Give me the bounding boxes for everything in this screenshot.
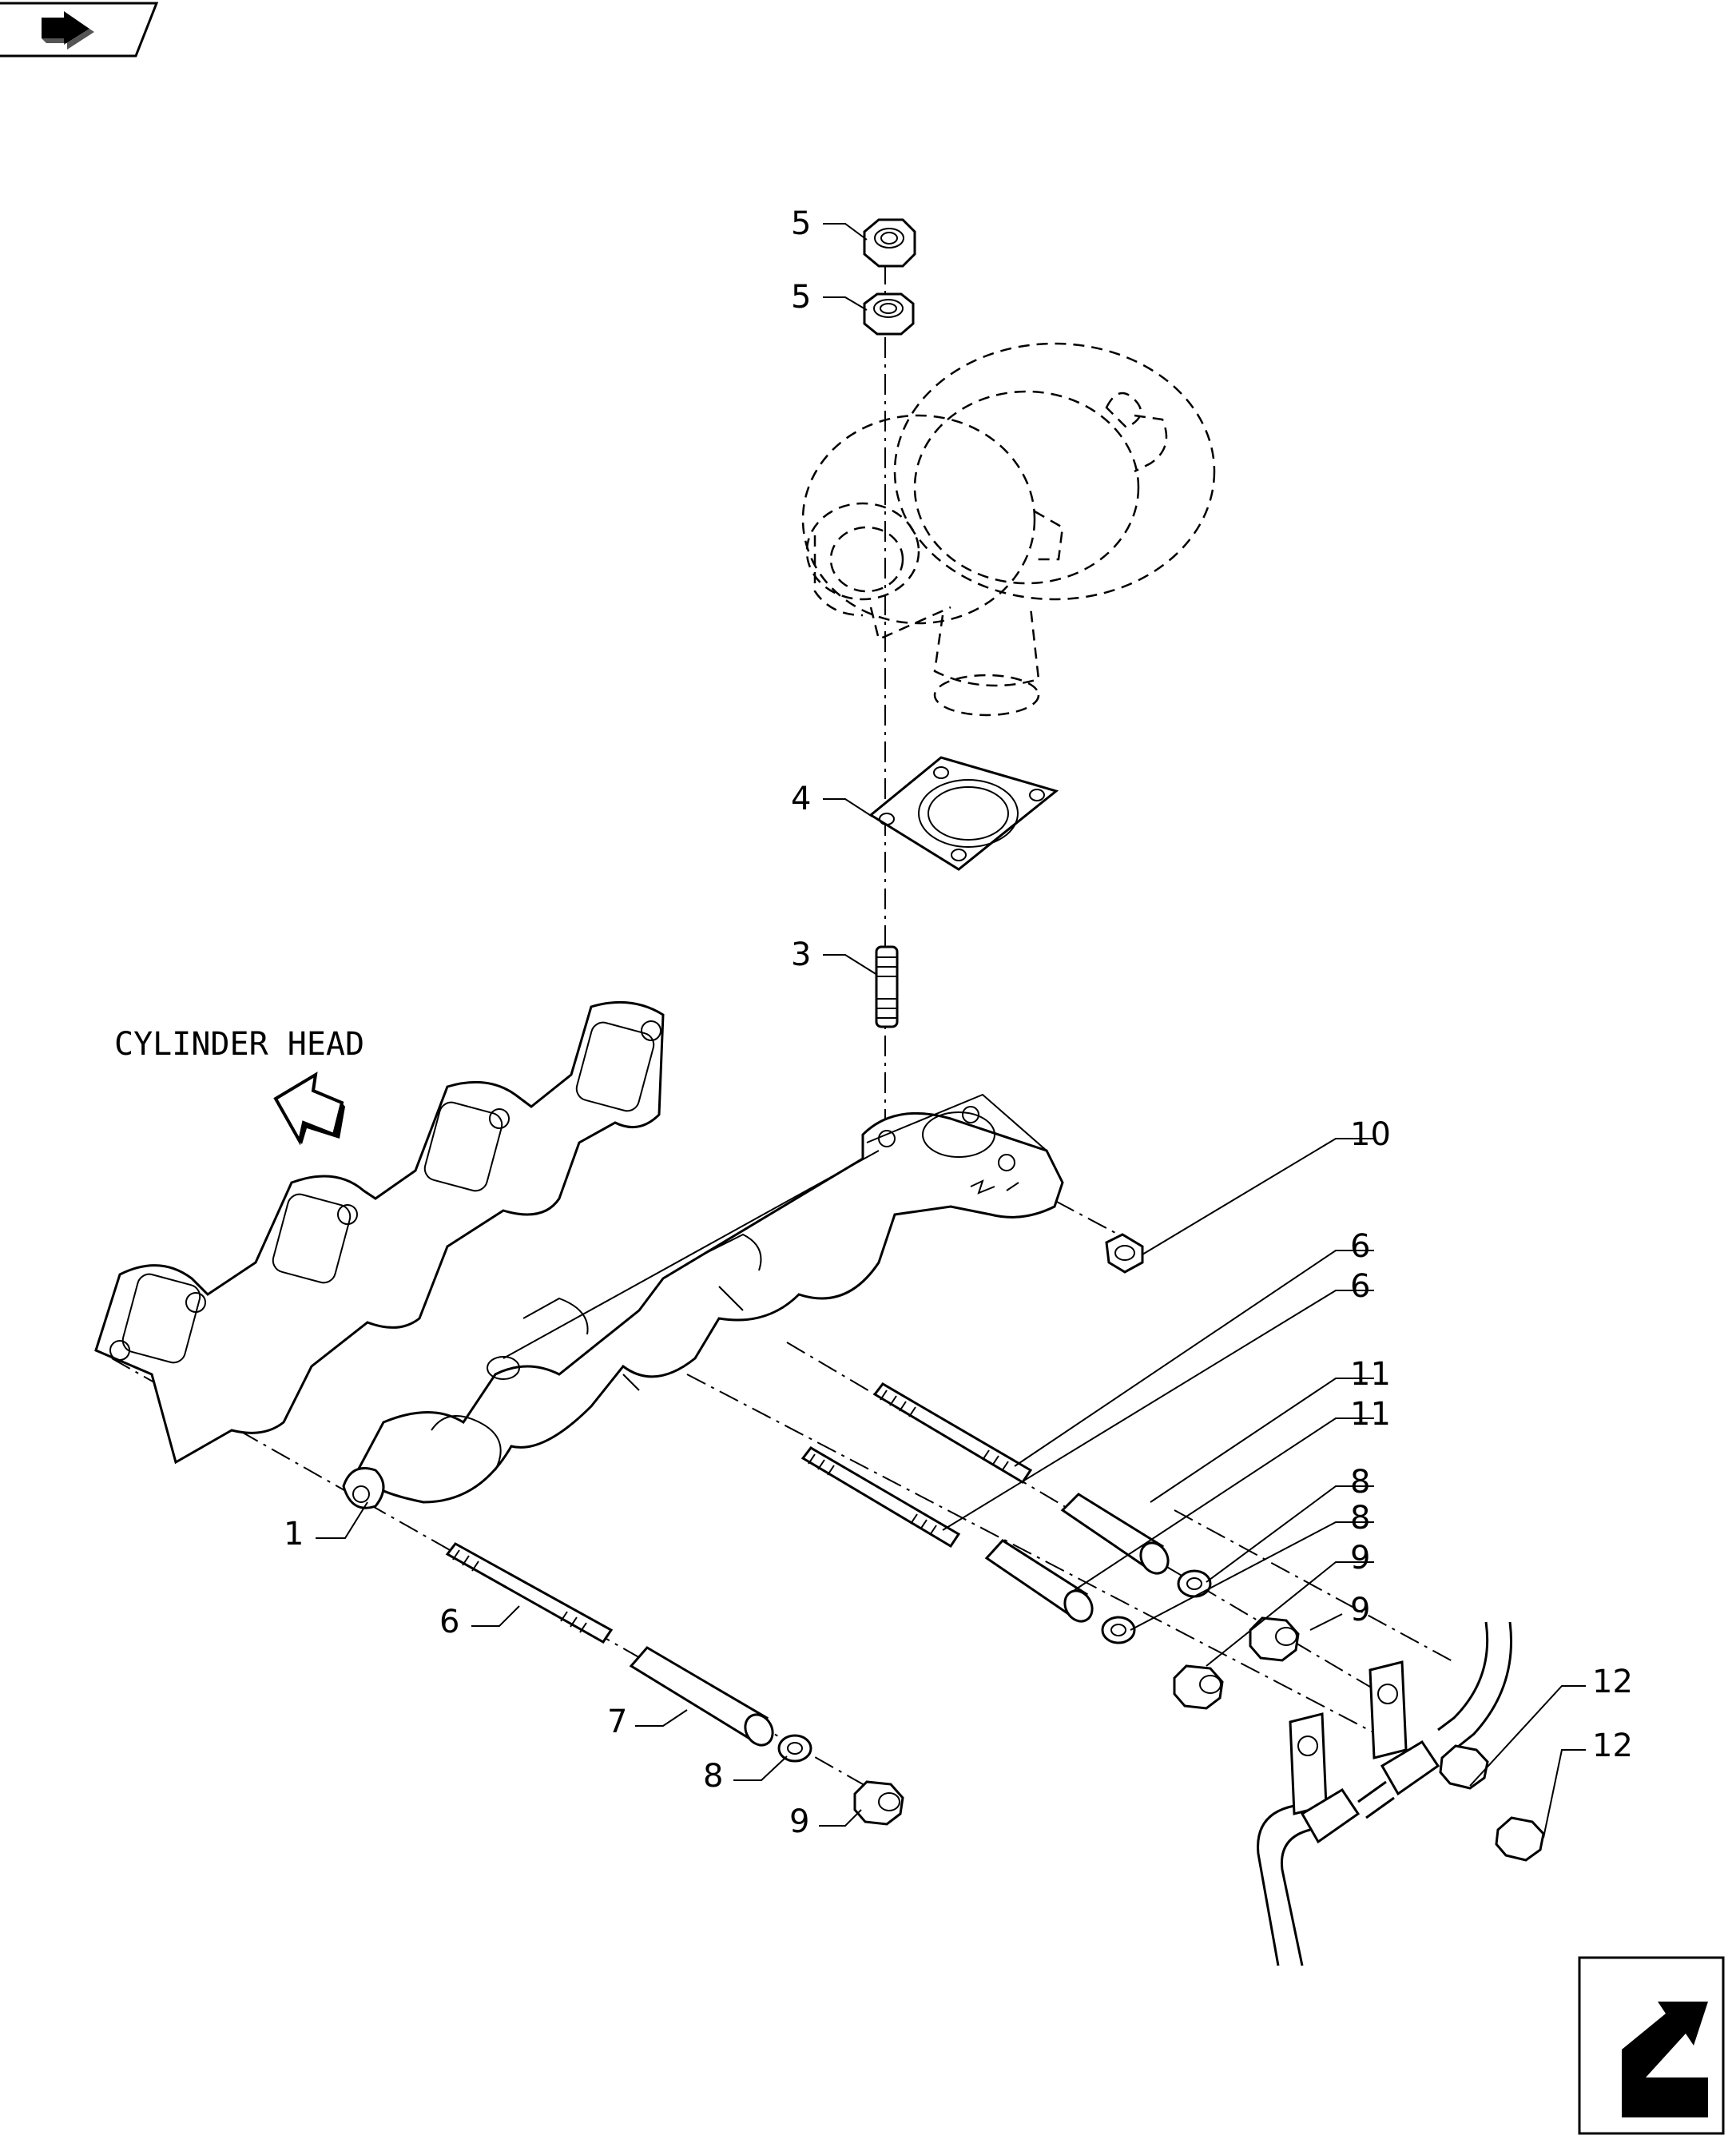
callout-7: 7 xyxy=(607,1704,627,1740)
part-12-nut-a xyxy=(1439,1744,1489,1790)
callout-9-b: 9 xyxy=(1350,1592,1370,1628)
part-5-nut-lower xyxy=(863,292,915,336)
callout-11-upper: 11 xyxy=(1350,1356,1391,1393)
callout-9-c: 9 xyxy=(789,1803,809,1840)
part-8-washer-b xyxy=(1101,1616,1136,1644)
cylinder-head-direction-arrow-icon xyxy=(273,1072,345,1146)
part-10-plug xyxy=(1105,1233,1144,1274)
callout-6-lower: 6 xyxy=(439,1604,459,1640)
arrow-icon xyxy=(42,11,89,45)
callout-8-b: 8 xyxy=(1350,1500,1370,1537)
previous-page-tab[interactable] xyxy=(0,2,159,58)
arrow-icon xyxy=(1622,2002,1708,2117)
callout-11-lower: 11 xyxy=(1350,1396,1391,1433)
manifold-gasket xyxy=(94,1000,665,1465)
part-6-stud-lower xyxy=(445,1542,614,1644)
callout-3: 3 xyxy=(791,936,811,973)
part-12-nut-b xyxy=(1495,1816,1545,1862)
callout-5-lower: 5 xyxy=(791,279,811,316)
part-8-washer-c xyxy=(777,1734,812,1763)
callout-9-a: 9 xyxy=(1350,1540,1370,1576)
callout-12-a: 12 xyxy=(1592,1664,1633,1700)
part-9-nut-b xyxy=(1173,1664,1224,1710)
part-5-nut-upper xyxy=(863,218,916,268)
callout-8-c: 8 xyxy=(703,1758,723,1795)
callout-8-a: 8 xyxy=(1350,1464,1370,1501)
callout-leader-lines xyxy=(316,223,1586,1839)
callout-labels: 5 5 4 3 10 6 6 11 11 8 8 9 9 12 12 1 6 7… xyxy=(284,205,1633,1840)
callout-12-b: 12 xyxy=(1592,1728,1633,1764)
cylinder-head-label: CYLINDER HEAD xyxy=(114,1026,364,1063)
part-4-gasket xyxy=(868,756,1059,871)
part-8-washer-a xyxy=(1177,1569,1212,1598)
turbocharger-reference xyxy=(801,342,1216,717)
callout-10: 10 xyxy=(1350,1116,1391,1153)
callout-5-upper: 5 xyxy=(791,205,811,242)
part-9-nut-c xyxy=(853,1780,904,1826)
callout-4: 4 xyxy=(791,781,811,817)
part-1-exhaust-manifold xyxy=(342,1093,1064,1509)
pipe-bracket-assembly xyxy=(1257,1621,1513,1966)
next-page-button[interactable] xyxy=(1578,1956,1725,2135)
part-9-nut-a xyxy=(1249,1616,1300,1662)
callout-6-middle: 6 xyxy=(1350,1268,1370,1305)
part-11-spacer-lower xyxy=(984,1539,1094,1623)
part-7-spacer xyxy=(629,1646,774,1747)
callout-1: 1 xyxy=(284,1516,304,1553)
part-3-stud xyxy=(875,945,899,1028)
part-11-spacer-upper xyxy=(1060,1493,1170,1575)
part-6-stud-upper xyxy=(872,1382,1033,1485)
callout-6-upper: 6 xyxy=(1350,1228,1370,1265)
part-6-stud-middle xyxy=(800,1446,961,1549)
